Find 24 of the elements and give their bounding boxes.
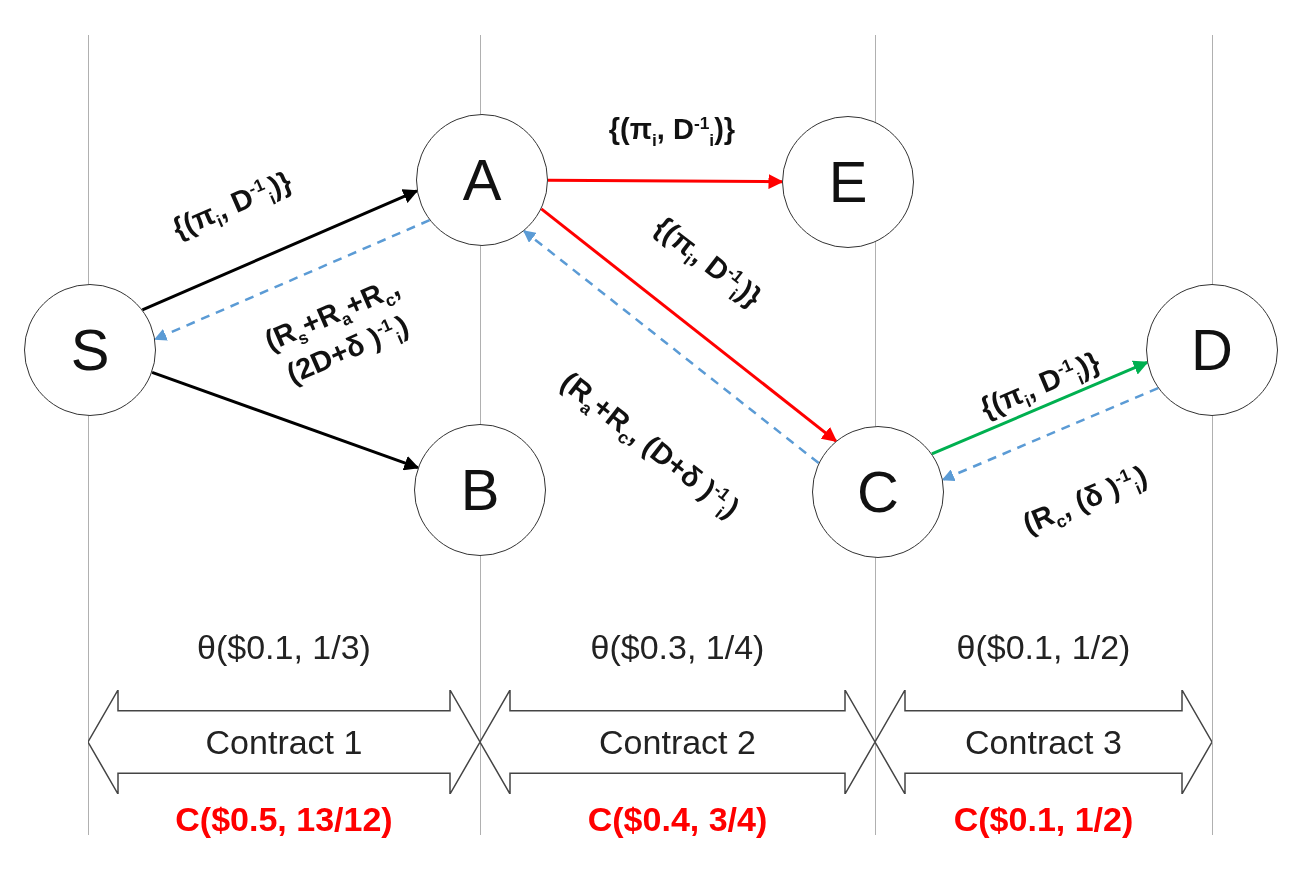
cost-label: C($0.5, 13/12) xyxy=(175,801,393,839)
arrow xyxy=(540,207,838,443)
parameter-label: θ($0.1, 1/2) xyxy=(956,629,1131,667)
cost-label: C($0.4, 3/4) xyxy=(587,801,768,839)
node-letter: A xyxy=(462,151,502,209)
contract-label: Contract 1 xyxy=(204,725,364,759)
dashed-arrow xyxy=(523,229,820,465)
node-letter: C xyxy=(857,463,899,521)
node-letter: E xyxy=(828,153,868,211)
cost-label: C($0.1, 1/2) xyxy=(953,801,1134,839)
node-letter: S xyxy=(70,321,110,379)
dashed-arrow xyxy=(153,219,431,341)
dashed-arrow xyxy=(941,386,1159,481)
arrow xyxy=(931,360,1149,456)
arrow xyxy=(548,174,784,190)
contract-label: Contract 3 xyxy=(964,725,1123,759)
parameter-label: θ($0.1, 1/3) xyxy=(197,629,371,667)
node-letter: D xyxy=(1191,321,1233,379)
edge-label: {(π$_{i}$, D$^{-1}$$_{i}$)} xyxy=(607,111,737,150)
arrow xyxy=(151,370,420,471)
parameter-label: θ($0.3, 1/4) xyxy=(590,629,765,667)
arrow xyxy=(141,189,419,312)
node-letter: B xyxy=(460,461,500,519)
contract-label: Contract 2 xyxy=(598,725,757,759)
